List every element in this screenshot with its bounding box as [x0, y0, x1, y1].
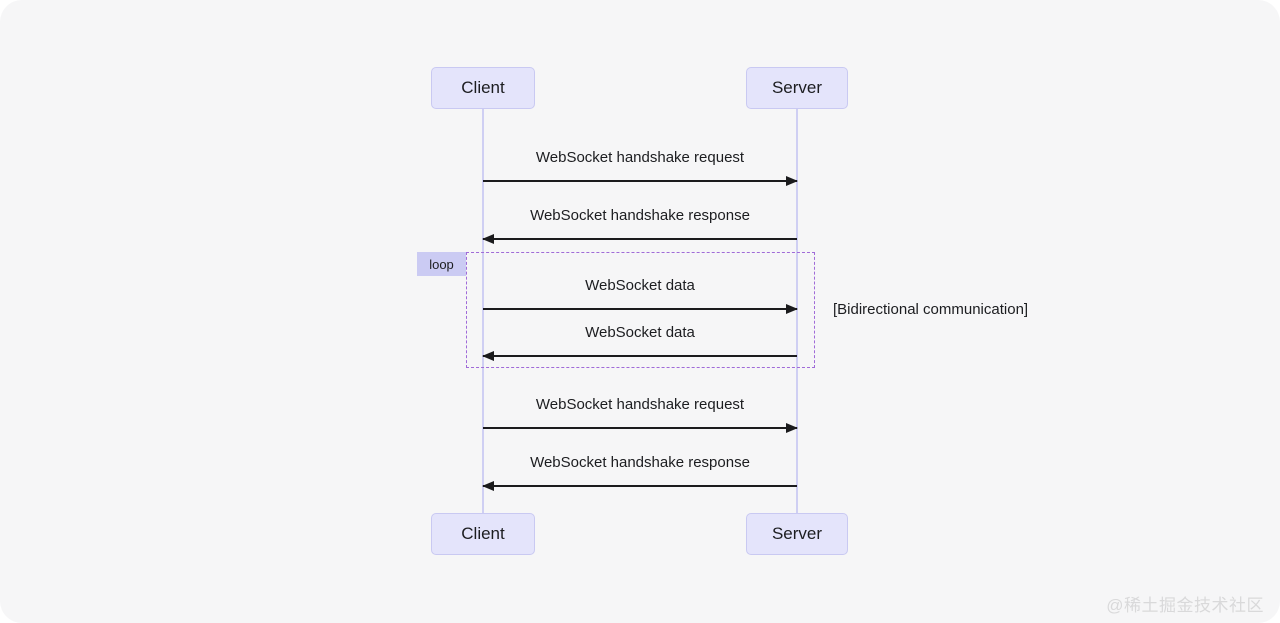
message-websocket-data-1: WebSocket data — [483, 275, 798, 314]
arrowhead-icon — [482, 234, 494, 244]
arrowhead-icon — [786, 423, 798, 433]
actor-server-top-label: Server — [771, 78, 823, 97]
message-label: WebSocket handshake response — [530, 454, 750, 471]
message-handshake-response-1: WebSocket handshake response — [482, 205, 797, 244]
message-websocket-data-2: WebSocket data — [482, 322, 797, 361]
actor-client-top: Client — [431, 67, 535, 109]
arrowhead-icon — [786, 304, 798, 314]
actor-client-top-label: Client — [461, 78, 505, 97]
arrow-left — [482, 351, 797, 361]
actor-client-bottom-label: Client — [461, 524, 505, 543]
loop-fragment-box — [466, 252, 815, 368]
arrow-left — [482, 481, 797, 491]
actor-server-top: Server — [746, 67, 848, 109]
arrow-left — [482, 234, 797, 244]
arrow-right — [483, 304, 798, 314]
actor-client-bottom: Client — [431, 513, 535, 555]
message-label: WebSocket data — [585, 324, 695, 341]
message-label: WebSocket data — [585, 277, 695, 294]
watermark-text: @稀土掘金技术社区 — [1106, 596, 1264, 615]
message-label: WebSocket handshake request — [535, 149, 745, 166]
lifeline-client — [482, 109, 484, 513]
arrow-right — [483, 423, 798, 433]
message-label: WebSocket handshake request — [535, 396, 745, 413]
message-handshake-response-2: WebSocket handshake response — [482, 452, 797, 491]
arrowhead-icon — [482, 481, 494, 491]
loop-condition-label: [Bidirectional communication] — [833, 301, 1029, 318]
message-label: WebSocket handshake response — [530, 207, 750, 224]
loop-fragment-tag: loop — [417, 252, 466, 276]
message-handshake-request-2: WebSocket handshake request — [483, 394, 798, 433]
arrowhead-icon — [482, 351, 494, 361]
message-handshake-request-1: WebSocket handshake request — [483, 147, 798, 186]
actor-server-bottom: Server — [746, 513, 848, 555]
actor-server-bottom-label: Server — [771, 524, 823, 543]
arrow-right — [483, 176, 798, 186]
arrowhead-icon — [786, 176, 798, 186]
